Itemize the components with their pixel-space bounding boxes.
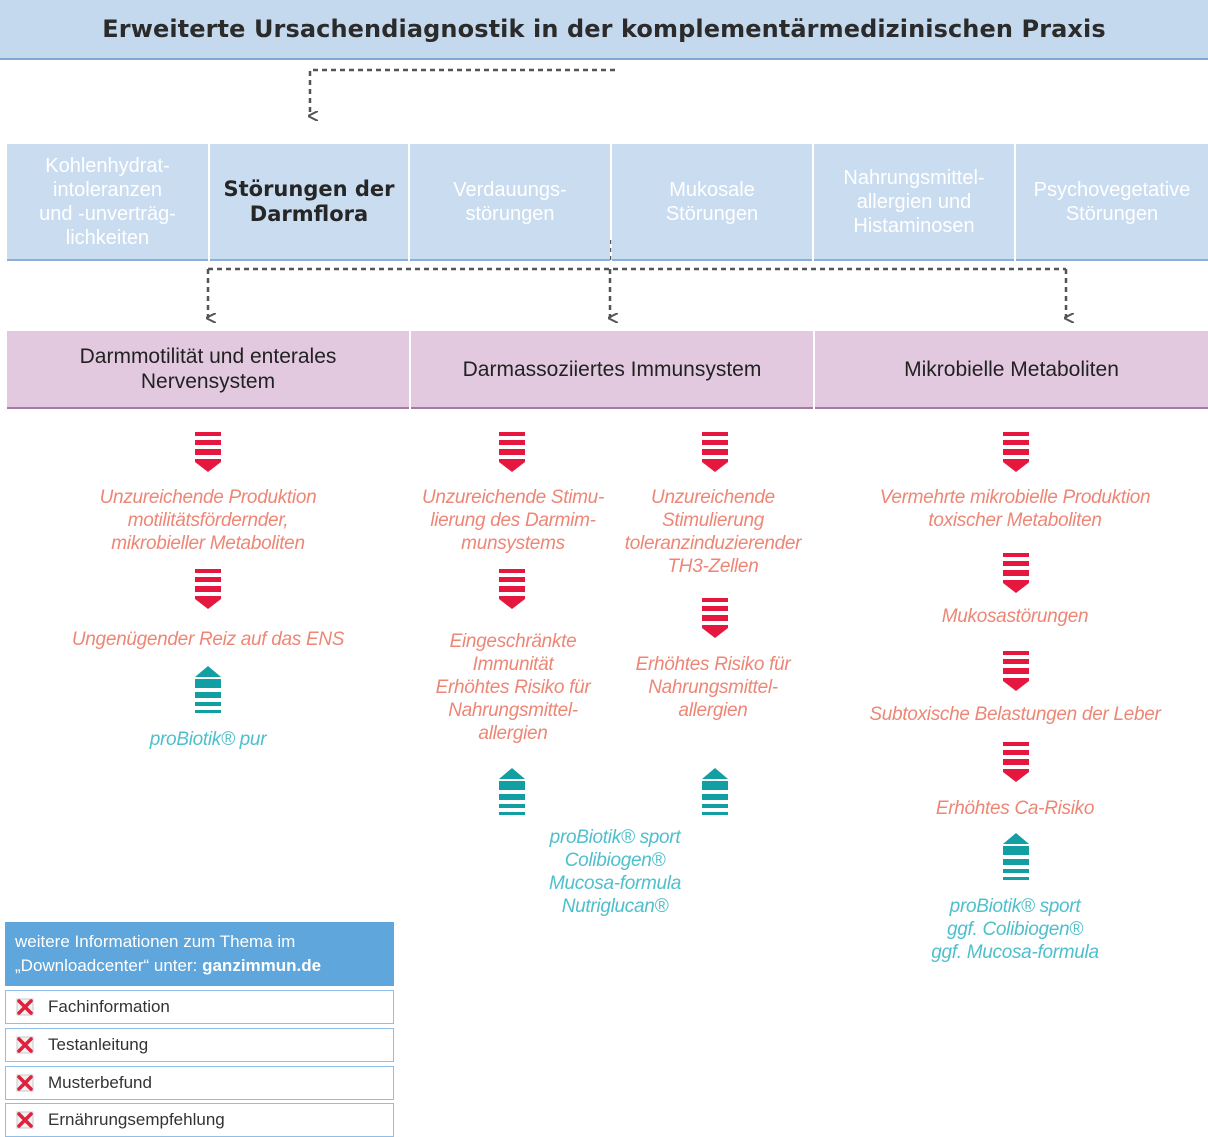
- product-list-metabolites: proBiotik® sport ggf. Colibiogen® ggf. M…: [931, 896, 1099, 963]
- product-list-immune: proBiotik® sport Colibiogen® Mucosa-form…: [548, 827, 681, 917]
- down-arrow-icon: [1003, 553, 1029, 593]
- consequence-th3-stimulation: Unzureichende Stimulierung toleranzinduz…: [624, 487, 802, 577]
- consequence-mucosal-disorders: Mukosastörungen: [941, 606, 1089, 627]
- consequence-ens-stimulus: Ungenügender Reiz auf das ENS: [71, 629, 345, 650]
- consequence-cancer-risk: Erhöhtes Ca-Risiko: [935, 798, 1095, 819]
- document-x-icon: [16, 1036, 34, 1054]
- connector-lines: [0, 68, 1208, 340]
- down-arrow-icon: [195, 569, 221, 609]
- link-label: Fachinformation: [48, 997, 170, 1016]
- up-arrow-icon: [702, 768, 728, 815]
- category-psychovegetative: Psychovegetative Störungen: [1016, 144, 1208, 261]
- product-list-motility: proBiotik® pur: [149, 729, 267, 750]
- consequence-liver-load: Subtoxische Belastungen der Leber: [869, 704, 1161, 725]
- link-fachinformation[interactable]: Fachinformation: [5, 990, 394, 1024]
- category-mucosal-disorders: Mukosale Störungen: [612, 144, 812, 261]
- category-digestive-disorders: Verdauungs- störungen: [410, 144, 610, 261]
- info-line-1: weitere Informationen zum Thema im: [15, 932, 296, 951]
- link-label: Musterbefund: [48, 1073, 152, 1092]
- down-arrow-icon: [195, 432, 221, 472]
- down-arrow-icon: [499, 569, 525, 609]
- document-x-icon: [16, 1111, 34, 1129]
- info-line-2: „Downloadcenter“ unter: ganzimmun.de: [15, 956, 322, 975]
- up-arrow-icon: [1003, 833, 1029, 880]
- down-arrow-icon: [1003, 742, 1029, 782]
- down-arrow-icon: [1003, 432, 1029, 472]
- down-arrow-icon: [1003, 651, 1029, 691]
- mechanism-microbial-metabolites: Mikrobielle Metaboliten: [815, 331, 1208, 409]
- consequence-immune-stimulation: Unzureichende Stimu- lierung des Darmim-…: [422, 487, 604, 554]
- info-box-header: weitere Informationen zum Thema im „Down…: [5, 922, 394, 986]
- category-intestinal-flora: Störungen der Darmflora: [210, 144, 408, 261]
- document-x-icon: [16, 1074, 34, 1092]
- connector-title-to-category: [310, 68, 615, 116]
- down-arrow-icon: [499, 432, 525, 472]
- down-arrow-icon: [702, 432, 728, 472]
- category-food-allergies: Nahrungsmittel- allergien und Histaminos…: [814, 144, 1014, 261]
- info-site-link[interactable]: ganzimmun.de: [202, 956, 322, 975]
- category-carbohydrate-intolerance: Kohlenhydrat- intoleranzen und -unverträ…: [7, 144, 208, 261]
- mechanism-motility: Darmmotilität und enterales Nervensystem: [7, 331, 409, 409]
- link-testanleitung[interactable]: Testanleitung: [5, 1028, 394, 1062]
- diagram-title-band: Erweiterte Ursachendiagnostik in der kom…: [0, 0, 1208, 60]
- diagram-title: Erweiterte Ursachendiagnostik in der kom…: [102, 15, 1106, 43]
- link-musterbefund[interactable]: Musterbefund: [5, 1066, 394, 1100]
- link-label: Testanleitung: [48, 1035, 149, 1054]
- consequence-allergy-risk: Erhöhtes Risiko für Nahrungsmittel- alle…: [635, 654, 791, 721]
- document-x-icon: [16, 998, 34, 1016]
- consequence-motility-production: Unzureichende Produktion motilitätsförde…: [99, 487, 317, 554]
- link-label: Ernährungsempfehlung: [48, 1110, 225, 1129]
- link-ernaehrungsempfehlung[interactable]: Ernährungsempfehlung: [5, 1103, 394, 1137]
- consequence-reduced-immunity: Eingeschränkte Immunität Erhöhtes Risiko…: [435, 631, 591, 744]
- consequence-toxic-metabolites: Vermehrte mikrobielle Produktion toxisch…: [879, 487, 1151, 531]
- up-arrow-icon: [195, 666, 221, 713]
- up-arrow-icon: [499, 768, 525, 815]
- down-arrow-icon: [702, 598, 728, 638]
- mechanism-immune-system: Darmassoziiertes Immunsystem: [411, 331, 813, 409]
